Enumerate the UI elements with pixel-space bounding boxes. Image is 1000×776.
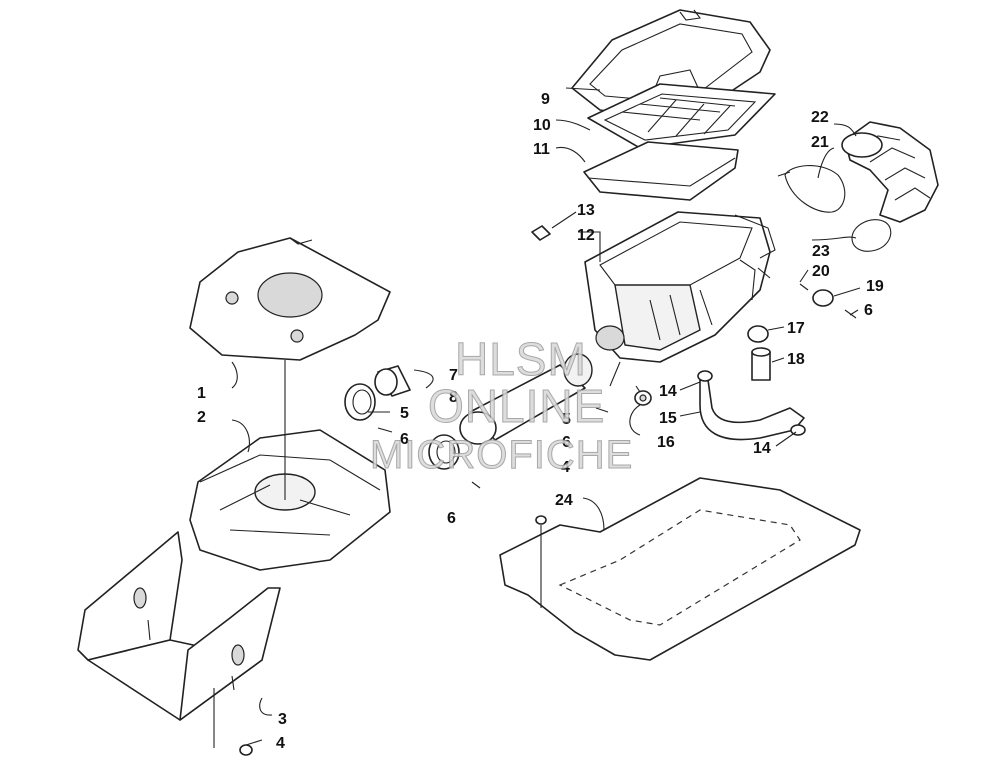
screw-4-bottom (239, 744, 253, 756)
screw-6-a (377, 427, 393, 433)
screw-6-c (595, 407, 609, 413)
callout-4-bottom: 4 (276, 735, 285, 752)
callout-6-bottom: 6 (447, 510, 456, 527)
grommet-16 (634, 390, 652, 406)
callout-13: 13 (577, 202, 595, 219)
callout-1: 1 (197, 385, 206, 402)
watermark-line-1: HLSM (455, 333, 587, 385)
callout-8: 8 (449, 389, 458, 406)
clamp-5-center (428, 434, 460, 470)
callout-7: 7 (449, 367, 458, 384)
filter-element (583, 141, 739, 201)
lower-housing (189, 380, 391, 571)
watermark-line-3: MICROFICHE (370, 433, 633, 477)
callout-24: 24 (555, 492, 573, 509)
belly-shield (77, 531, 281, 721)
callout-15: 15 (659, 410, 677, 427)
callout-10: 10 (533, 117, 551, 134)
screw-4-center (535, 515, 547, 525)
cover-plate (189, 237, 391, 361)
callout-6-left: 6 (400, 431, 409, 448)
callout-22: 22 (811, 109, 829, 126)
clamp-5-left (344, 383, 376, 421)
callout-23: 23 (812, 243, 830, 260)
intake-boot (841, 121, 939, 223)
callout-5-center: 5 (562, 411, 571, 428)
callout-11: 11 (533, 141, 550, 158)
callout-21: 21 (811, 134, 829, 151)
leader-lines (213, 87, 861, 748)
callout-14-left: 14 (659, 383, 677, 400)
clamp-23 (851, 219, 892, 252)
callout-14-right: 14 (753, 440, 771, 457)
callout-5-left: 5 (400, 405, 409, 422)
screw-6-b (471, 481, 481, 489)
callout-6-center: 6 (562, 434, 571, 451)
intake-tube (459, 353, 593, 445)
callout-4-center: 4 (561, 459, 570, 476)
callout-6-right: 6 (864, 302, 873, 319)
clamp-21 (777, 164, 846, 213)
callout-18: 18 (787, 351, 805, 368)
callout-3: 3 (278, 711, 287, 728)
callout-2: 2 (197, 409, 206, 426)
callout-17: 17 (787, 320, 805, 337)
floor-gasket (499, 477, 861, 661)
callout-19: 19 (866, 278, 884, 295)
filter-cage (587, 83, 776, 149)
grommet-13 (531, 225, 551, 241)
callout-16: 16 (657, 434, 675, 451)
airbox-body (584, 211, 776, 363)
callout-12: 12 (577, 227, 595, 244)
watermark-line-2: ONLINE (428, 380, 605, 432)
coupler-7 (374, 365, 411, 397)
fittings-19-20 (799, 283, 857, 319)
drain-plug-17 (747, 325, 769, 343)
callouts: 1 2 3 4 4 5 5 6 6 6 6 7 8 9 10 11 12 13 … (197, 91, 884, 752)
callout-9: 9 (541, 91, 550, 108)
drain-hose-15 (697, 370, 806, 441)
watermark: HLSM ONLINE MICROFICHE (370, 333, 633, 478)
callout-20: 20 (812, 263, 830, 280)
drain-cup-18 (751, 347, 771, 381)
